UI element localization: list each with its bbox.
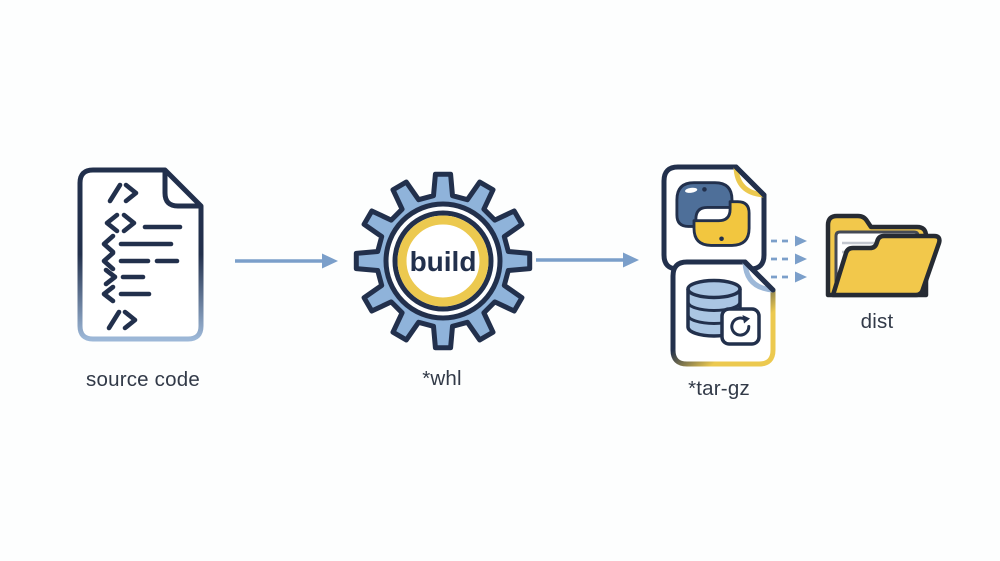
python-file-icon [657, 162, 769, 274]
gear-icon: build [353, 171, 533, 351]
open-folder-icon [812, 196, 948, 306]
dashed-arrow-1 [770, 234, 810, 248]
archive-file-icon [666, 257, 778, 369]
database-icon [686, 278, 761, 346]
code-glyphs [101, 182, 183, 331]
whl-label: *whl [422, 367, 462, 390]
refresh-badge [720, 307, 761, 346]
arrow-build-to-artifacts [533, 249, 641, 271]
dashed-arrow-3 [770, 270, 810, 284]
code-document-icon [73, 164, 213, 347]
dist-label: dist [860, 310, 894, 333]
arrow-source-to-build [232, 250, 340, 272]
tar-gz-label: *tar-gz [688, 377, 750, 400]
python-logo [675, 181, 751, 247]
gear-body [353, 171, 533, 351]
source-code-label: source code [86, 368, 200, 391]
gear-center-text: build [410, 246, 477, 277]
dashed-arrow-2 [770, 252, 810, 266]
